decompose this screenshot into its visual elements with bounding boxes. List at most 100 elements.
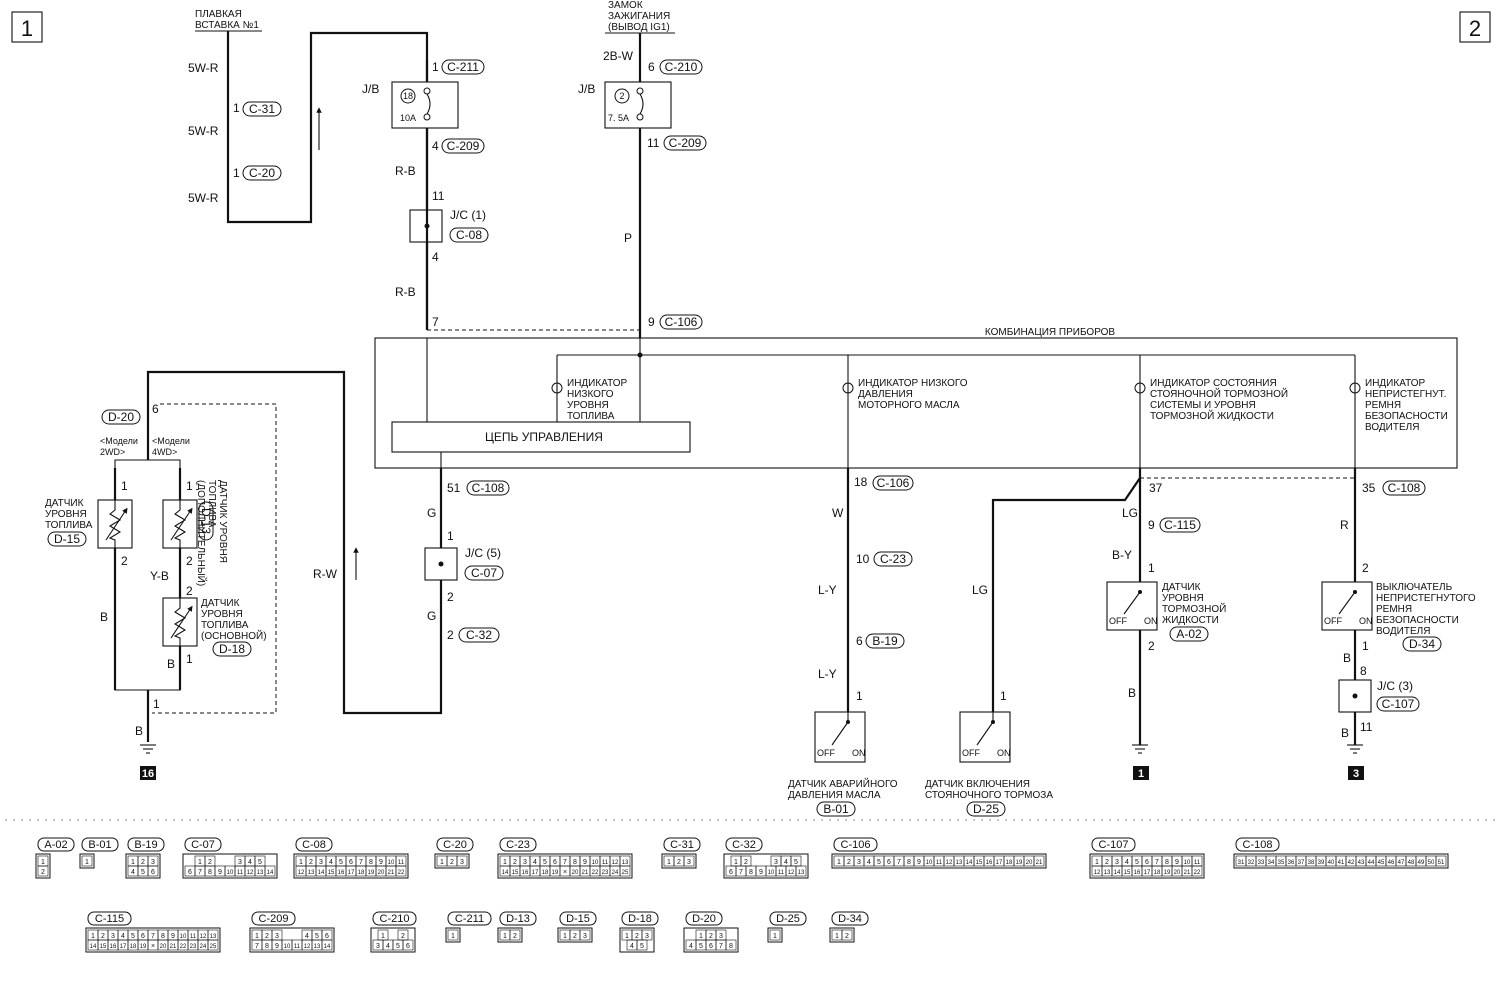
svg-text:10: 10 <box>227 870 234 876</box>
svg-text:2: 2 <box>186 554 193 568</box>
svg-text:10: 10 <box>388 860 395 866</box>
svg-text:×: × <box>563 869 567 876</box>
svg-text:1: 1 <box>1362 639 1369 653</box>
svg-text:1: 1 <box>625 933 629 940</box>
fuel-level-sensor-aux-label: ДАТЧИК УРОВНЯ ТОПЛИВА (ДОПОЛНИТЕЛЬНЫЙ) <box>195 480 228 586</box>
svg-text:1: 1 <box>91 933 95 940</box>
svg-text:8: 8 <box>161 933 165 940</box>
svg-text:1: 1 <box>1138 768 1144 780</box>
connector-tag-c07: C-07 <box>464 565 504 581</box>
svg-text:4: 4 <box>305 933 309 940</box>
svg-text:19: 19 <box>1164 870 1171 876</box>
svg-text:1: 1 <box>856 689 863 703</box>
svg-text:9: 9 <box>275 943 279 950</box>
svg-text:4: 4 <box>630 943 634 950</box>
svg-text:11: 11 <box>1194 860 1201 866</box>
svg-text:(ОСНОВНОЙ): (ОСНОВНОЙ) <box>201 629 267 642</box>
svg-text:C-210: C-210 <box>380 913 410 925</box>
svg-text:4: 4 <box>1125 859 1129 866</box>
ignition-switch-label: ЗАМОК ЗАЖИГАНИЯ (ВЫВОД IG1) <box>608 0 670 33</box>
joint-connector-jc3 <box>1338 679 1372 713</box>
svg-text:17: 17 <box>532 870 539 876</box>
svg-text:40: 40 <box>1328 860 1335 866</box>
ground-symbol-1: 1 <box>1132 744 1149 780</box>
connector-tag-c108-b: C-108 <box>1382 480 1426 496</box>
svg-text:J/B: J/B <box>362 82 379 96</box>
seatbelt-switch-label: ВЫКЛЮЧАТЕЛЬ НЕПРИСТЕГНУТОГО РЕМНЯ БЕЗОПА… <box>1376 582 1476 637</box>
svg-text:C-07: C-07 <box>191 839 215 851</box>
svg-text:9: 9 <box>218 869 222 876</box>
svg-text:21: 21 <box>388 870 395 876</box>
svg-text:8: 8 <box>1360 664 1367 678</box>
svg-text:C-106: C-106 <box>877 476 910 490</box>
svg-text:33: 33 <box>1258 860 1265 866</box>
svg-text:17: 17 <box>348 870 355 876</box>
svg-text:ЗАЖИГАНИЯ: ЗАЖИГАНИЯ <box>608 11 670 22</box>
svg-text:C-20: C-20 <box>443 839 467 851</box>
fuel-sensor-signal-wire <box>146 370 443 715</box>
connector-tag-a02: A-02 <box>1169 626 1209 642</box>
svg-text:11: 11 <box>190 934 197 940</box>
connector-tag-d15: D-15 <box>47 531 87 547</box>
svg-text:1: 1 <box>381 933 385 940</box>
svg-text:5: 5 <box>877 859 881 866</box>
svg-text:1: 1 <box>451 933 455 940</box>
svg-text:9: 9 <box>379 859 383 866</box>
svg-text:23: 23 <box>190 944 197 950</box>
joint-connector-jc5 <box>424 547 458 581</box>
svg-text:C-108: C-108 <box>1243 839 1273 851</box>
svg-text:17: 17 <box>1144 870 1151 876</box>
parking-brake-wire <box>991 477 1141 712</box>
ground-symbol-3: 3 <box>1347 744 1364 780</box>
svg-text:2: 2 <box>121 554 128 568</box>
combination-meter: КОМБИНАЦИЯ ПРИБОРОВ ЦЕПЬ УПРАВЛЕНИЯ ИНДИ… <box>374 327 1458 469</box>
svg-text:25: 25 <box>210 944 217 950</box>
connector-tag-d13: D-13 <box>198 501 214 541</box>
svg-text:35: 35 <box>1362 481 1376 495</box>
svg-text:1: 1 <box>734 859 738 866</box>
svg-text:10: 10 <box>180 934 187 940</box>
svg-text:1: 1 <box>1148 561 1155 575</box>
svg-text:4: 4 <box>689 943 693 950</box>
svg-text:C-211: C-211 <box>447 60 479 74</box>
svg-text:15: 15 <box>1124 870 1131 876</box>
svg-text:44: 44 <box>1368 860 1375 866</box>
svg-text:13: 13 <box>622 860 629 866</box>
svg-text:5: 5 <box>258 859 262 866</box>
svg-text:7. 5A: 7. 5A <box>608 113 629 123</box>
svg-text:СТОЯНОЧНОЙ ТОРМОЗНОЙ: СТОЯНОЧНОЙ ТОРМОЗНОЙ <box>1150 387 1288 400</box>
svg-text:3: 3 <box>238 859 242 866</box>
svg-text:51: 51 <box>1438 860 1445 866</box>
svg-text:15: 15 <box>976 860 983 866</box>
svg-text:5: 5 <box>794 859 798 866</box>
svg-text:МОТОРНОГО МАСЛА: МОТОРНОГО МАСЛА <box>858 400 960 411</box>
svg-text:12: 12 <box>200 934 207 940</box>
svg-text:16: 16 <box>522 870 529 876</box>
svg-text:ДАТЧИК: ДАТЧИК <box>1162 582 1201 593</box>
svg-text:5: 5 <box>699 943 703 950</box>
svg-text:J/C (3): J/C (3) <box>1377 679 1413 693</box>
svg-text:43: 43 <box>1358 860 1365 866</box>
svg-text:ДАТЧИК УРОВНЯ: ДАТЧИК УРОВНЯ <box>217 480 228 563</box>
fuel-level-sensor-2wd <box>97 499 133 549</box>
svg-text:31: 31 <box>1238 860 1245 866</box>
svg-text:C-07: C-07 <box>471 566 497 580</box>
svg-text:2: 2 <box>847 859 851 866</box>
svg-text:1: 1 <box>563 933 567 940</box>
parking-brake-switch-label: ДАТЧИК ВКЛЮЧЕНИЯ СТОЯНОЧНОГО ТОРМОЗА <box>925 779 1053 801</box>
svg-text:1: 1 <box>85 859 89 866</box>
svg-text:41: 41 <box>1338 860 1345 866</box>
svg-text:1: 1 <box>835 933 839 940</box>
svg-text:3: 3 <box>151 859 155 866</box>
svg-text:12: 12 <box>298 870 305 876</box>
svg-text:РЕМНЯ: РЕМНЯ <box>1376 604 1412 615</box>
svg-text:22: 22 <box>1194 870 1201 876</box>
svg-text:ON: ON <box>1144 616 1158 626</box>
svg-text:C-211: C-211 <box>455 913 484 925</box>
svg-text:25: 25 <box>622 870 629 876</box>
svg-text:9: 9 <box>1175 859 1179 866</box>
svg-text:B-01: B-01 <box>88 839 111 851</box>
svg-text:22: 22 <box>180 944 187 950</box>
